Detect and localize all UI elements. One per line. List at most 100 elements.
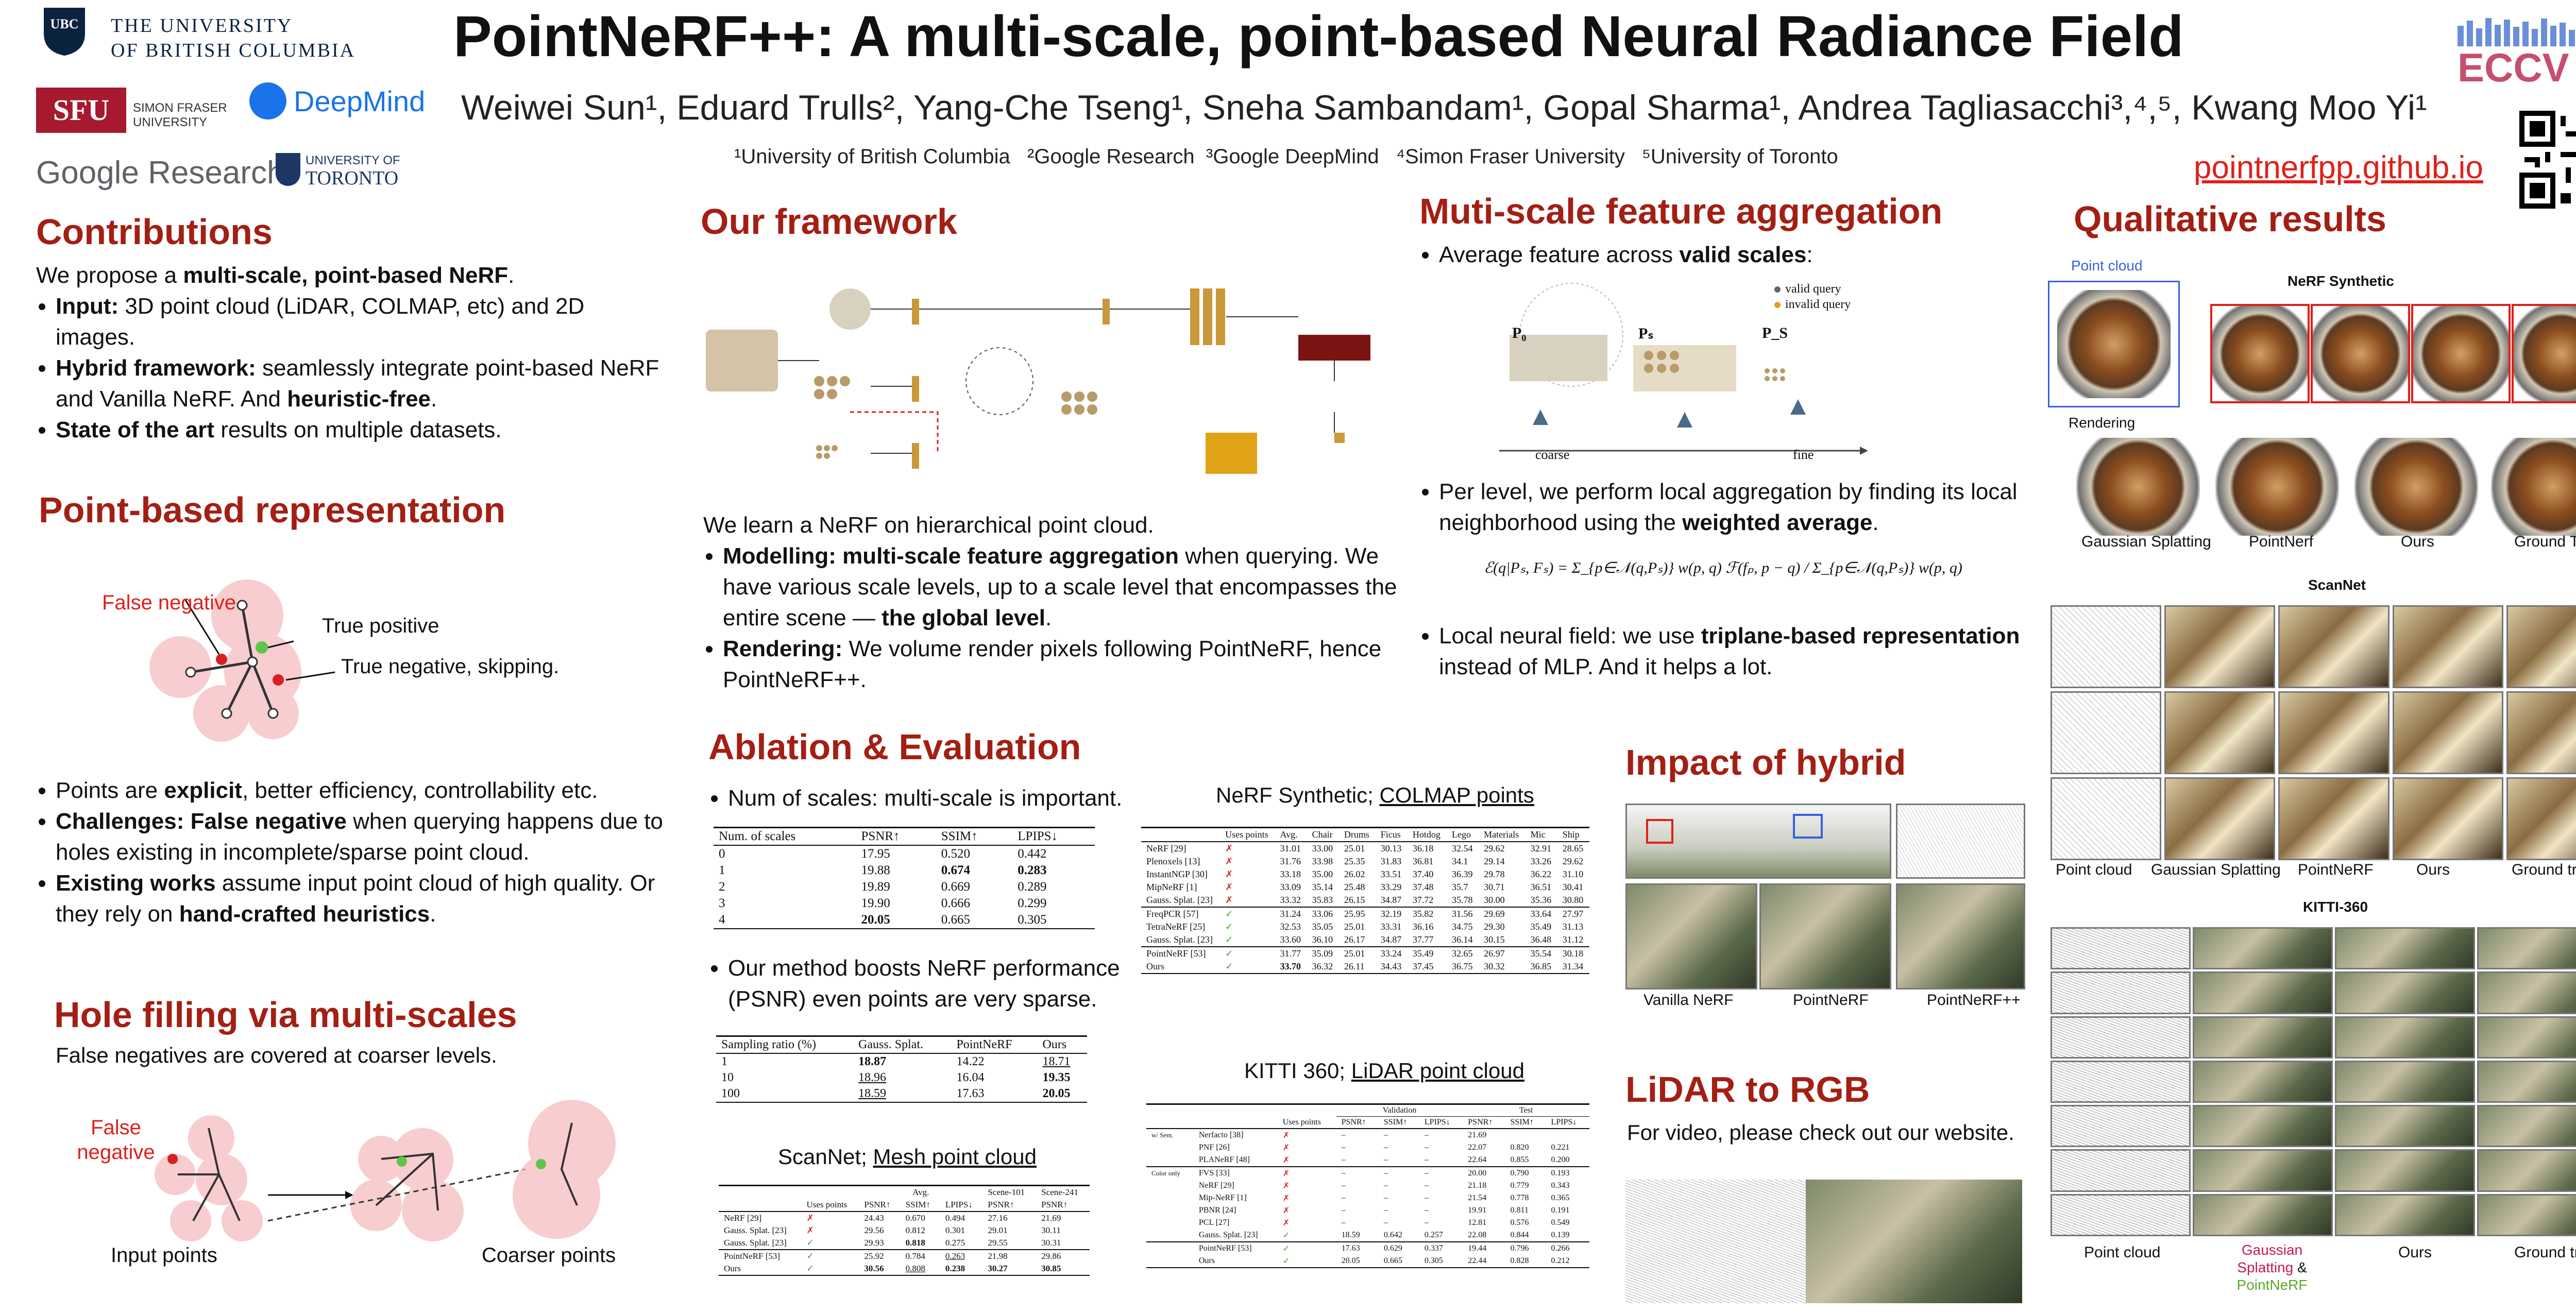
table-cell: 37.45 xyxy=(1412,961,1434,971)
table-cell: Gauss. Splat. [23] xyxy=(1146,934,1213,945)
list-item: Per level, we perform local aggregation … xyxy=(1439,476,2038,538)
table-cell: 0.221 xyxy=(1551,1143,1570,1152)
table-cell: 0.820 xyxy=(1510,1143,1529,1152)
crop-4 xyxy=(2512,304,2576,403)
table-cell: 26.97 xyxy=(1484,948,1505,959)
table-header: PSNR↑ xyxy=(1041,1200,1068,1209)
scannet-cell xyxy=(2164,691,2276,774)
pointnerfpp-image xyxy=(1896,883,2025,989)
sparse-table: Sampling ratio (%)Gauss. Splat.PointNeRF… xyxy=(716,1035,1087,1103)
kitti-cell xyxy=(2335,1016,2475,1059)
table-cell: 33.24 xyxy=(1380,948,1402,959)
kitti-label-pc: Point cloud xyxy=(2084,1244,2161,1261)
kitti-cell xyxy=(2193,1105,2333,1148)
table-cell: 35.82 xyxy=(1412,909,1434,919)
table-cell xyxy=(1146,1141,1194,1154)
toronto-crest-icon xyxy=(276,153,300,186)
kitti-cell xyxy=(2335,1105,2475,1148)
pS-label: P_S xyxy=(1762,325,1788,342)
table-cell: – xyxy=(1424,1143,1429,1152)
table-cell: – xyxy=(1424,1131,1429,1139)
table-cell: 12.81 xyxy=(1468,1218,1487,1227)
p0-label: P₀ xyxy=(1512,325,1527,342)
scannet-cell xyxy=(2506,605,2576,688)
table-header: Gauss. Splat. xyxy=(858,1038,924,1051)
table-cell: MipNeRF [1] xyxy=(1146,882,1197,892)
table-header: Uses points xyxy=(1225,829,1268,840)
render-gt xyxy=(2491,438,2576,536)
contributions-body: We propose a multi-scale, point-based Ne… xyxy=(36,260,670,446)
qr-code[interactable] xyxy=(2519,111,2576,209)
ubc-name-line2: OF BRITISH COLUMBIA xyxy=(111,40,356,61)
table-cell: ✗ xyxy=(1282,1169,1290,1178)
kitti-cell xyxy=(2050,971,2191,1014)
table-cell: ✗ xyxy=(1282,1206,1290,1215)
table-cell: 35.05 xyxy=(1312,921,1333,932)
table-cell: ✗ xyxy=(1282,1219,1290,1227)
table-cell: – xyxy=(1341,1218,1346,1227)
table-cell: 35.36 xyxy=(1530,895,1552,905)
website-link[interactable]: pointnerfpp.github.io xyxy=(2194,150,2483,185)
point-cloud-frame xyxy=(2048,281,2180,407)
table-cell: 31.76 xyxy=(1280,856,1301,866)
table-cell: PBNR [24] xyxy=(1198,1206,1236,1215)
table-cell: 32.19 xyxy=(1380,909,1402,919)
scannet-grid xyxy=(2050,605,2576,860)
table-cell: 35.54 xyxy=(1530,948,1552,959)
kitti-label-gt: Ground truth xyxy=(2514,1244,2576,1261)
table-cell: 29.78 xyxy=(1484,869,1505,879)
table-cell: – xyxy=(1383,1206,1388,1215)
scannet-label-gs: Gaussian Splatting xyxy=(2151,861,2281,878)
table-cell: 22.08 xyxy=(1468,1231,1487,1239)
table-cell: 26.15 xyxy=(1344,895,1365,905)
table-cell: 36.14 xyxy=(1451,934,1473,945)
scannet-label-pointnerf: PointNeRF xyxy=(2298,861,2374,878)
table-cell: 36.39 xyxy=(1451,869,1473,879)
table-cell: 26.02 xyxy=(1344,869,1365,879)
kitti-cell xyxy=(2477,1060,2576,1103)
table-cell: 0.629 xyxy=(1383,1244,1402,1253)
table-cell: 25.01 xyxy=(1344,948,1365,959)
kitti-cell xyxy=(2477,927,2576,970)
authors: Weiwei Sun¹, Eduard Trulls², Yang-Che Ts… xyxy=(461,88,2427,127)
eccv-skyline-icon: ECCV xyxy=(2458,18,2575,90)
table-cell: PLANeRF [48] xyxy=(1198,1155,1250,1164)
table-header: PointNeRF xyxy=(956,1038,1012,1051)
scannet-cell xyxy=(2050,691,2162,774)
hole-filling-figure xyxy=(62,1092,680,1257)
table-cell: – xyxy=(1341,1131,1346,1139)
table-cell: Gauss. Splat. [23] xyxy=(1198,1231,1258,1239)
scannet-cell xyxy=(2050,605,2162,688)
kitti-cell xyxy=(2477,1016,2576,1059)
coarser-points-label: Coarser points xyxy=(482,1244,616,1267)
kitti-gs-line2: Splatting xyxy=(2237,1259,2294,1275)
table-cell: 25.01 xyxy=(1344,921,1365,932)
table-cell: NeRF [29] xyxy=(1146,843,1187,854)
table-cell: 0.576 xyxy=(1510,1218,1529,1227)
table-cell: – xyxy=(1383,1143,1388,1152)
table-cell: 18.59 xyxy=(1341,1231,1360,1239)
table-cell: 27.97 xyxy=(1562,909,1584,919)
table-cell: 33.29 xyxy=(1380,882,1402,892)
table-cell: 33.98 xyxy=(1312,856,1333,866)
table-cell: 33.26 xyxy=(1530,856,1552,866)
deepmind-icon xyxy=(249,82,286,120)
kitti-label-gs: Gaussian Splatting & PointNeRF xyxy=(2226,1241,2318,1294)
point-based-body: Points are explicit, better efficiency, … xyxy=(36,775,670,930)
table-cell: 36.16 xyxy=(1412,921,1434,932)
table-cell: 20.00 xyxy=(1468,1169,1487,1178)
table-cell: ✗ xyxy=(1282,1156,1290,1165)
kitti-cell xyxy=(2477,1105,2576,1148)
